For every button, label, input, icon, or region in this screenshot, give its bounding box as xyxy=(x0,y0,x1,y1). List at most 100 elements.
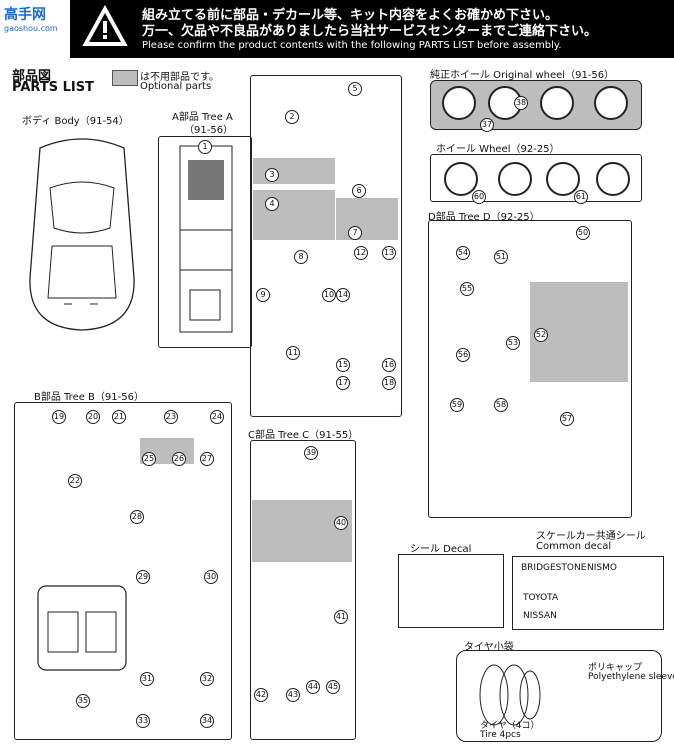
wheel-rim xyxy=(540,86,574,120)
wheel-part-number: 38 xyxy=(514,96,528,110)
body-drawing xyxy=(29,138,135,331)
tree-b-sprue xyxy=(14,402,232,740)
part-number-54: 54 xyxy=(456,246,470,260)
part-number-8: 8 xyxy=(294,250,308,264)
wheel-sprue xyxy=(430,154,642,202)
common-decal-en: Common decal xyxy=(536,541,612,552)
decal-text-toyota: TOYOTA xyxy=(523,593,559,603)
tree-c-unused xyxy=(252,500,352,562)
part-number-17: 17 xyxy=(336,376,350,390)
warning-icon xyxy=(82,4,128,46)
wheel-rim xyxy=(546,162,580,196)
chassis-drawing xyxy=(179,145,233,333)
common-decal-sheet: BRIDGESTONE NISMO TOYOTA NISSAN xyxy=(512,556,664,630)
logo-url: gaoshou.com xyxy=(4,24,58,33)
unused-en: Optional parts xyxy=(140,81,212,92)
part-number-52: 52 xyxy=(534,328,548,342)
poly-en: Polyethylene sleeve xyxy=(588,672,674,682)
part-number-1: 1 xyxy=(198,140,212,154)
part-number-15: 15 xyxy=(336,358,350,372)
poly-jp: ポリキャップ xyxy=(588,663,643,673)
body-label: ボディ Body（91-54） xyxy=(22,116,129,127)
part-number-10: 10 xyxy=(322,288,336,302)
tire-bag-label: タイヤ小袋 xyxy=(464,642,514,653)
part-number-45: 45 xyxy=(326,680,340,694)
part-number-51: 51 xyxy=(494,250,508,264)
header-line-2: 万一、欠品や不良品がありましたら当社サービスセンターまでご連絡下さい。 xyxy=(142,24,598,39)
parts-list-en: PARTS LIST xyxy=(12,80,94,95)
part-number-50: 50 xyxy=(576,226,590,240)
wheel-rim xyxy=(444,162,478,196)
tire-jp: タイヤ（4コ） xyxy=(480,721,540,731)
part-number-31: 31 xyxy=(140,672,154,686)
part-number-39: 39 xyxy=(304,446,318,460)
tree-d-sprue xyxy=(428,220,632,518)
parts-list-jp: 部品図 xyxy=(12,69,52,84)
part-number-59: 59 xyxy=(450,398,464,412)
wheel-rim xyxy=(594,86,628,120)
wheel-rim xyxy=(596,162,630,196)
part-number-9: 9 xyxy=(256,288,270,302)
part-number-20: 20 xyxy=(86,410,100,424)
part-number-22: 22 xyxy=(68,474,82,488)
decal-text-bridgestone: BRIDGESTONE xyxy=(521,563,587,573)
logo-brand: 高手网 xyxy=(4,7,46,23)
tire-en: Tire 4pcs xyxy=(480,730,521,740)
part-number-40: 40 xyxy=(334,516,348,530)
wheel-part-number: 60 xyxy=(472,190,486,204)
wheel-rim xyxy=(442,86,476,120)
decal-sheet xyxy=(398,554,504,628)
wheel-part-number: 61 xyxy=(574,190,588,204)
part-number-33: 33 xyxy=(136,714,150,728)
tree-b-label: B部品 Tree B（91-56） xyxy=(34,392,144,403)
part-number-28: 28 xyxy=(130,510,144,524)
part-number-11: 11 xyxy=(286,346,300,360)
part-number-41: 41 xyxy=(334,610,348,624)
part-number-7: 7 xyxy=(348,226,362,240)
part-number-42: 42 xyxy=(254,688,268,702)
tree-a-number: （91-56） xyxy=(184,125,234,136)
part-number-55: 55 xyxy=(460,282,474,296)
tire-bag xyxy=(456,650,662,742)
part-number-29: 29 xyxy=(136,570,150,584)
wheel-part-number: 37 xyxy=(480,118,494,132)
tree-a-label: A部品 Tree A xyxy=(172,112,233,123)
part-number-23: 23 xyxy=(164,410,178,424)
part-number-16: 16 xyxy=(382,358,396,372)
tree-a-sprue-right xyxy=(250,75,402,417)
part-number-26: 26 xyxy=(172,452,186,466)
part-number-43: 43 xyxy=(286,688,300,702)
part-number-19: 19 xyxy=(52,410,66,424)
part-number-2: 2 xyxy=(285,110,299,124)
unused-swatch xyxy=(112,70,138,86)
part-number-30: 30 xyxy=(204,570,218,584)
orig-wheel-label: 純正ホイール Original wheel（91-56） xyxy=(430,70,615,81)
part-number-6: 6 xyxy=(352,184,366,198)
wheel-label: ホイール Wheel（92-25） xyxy=(436,144,560,155)
header-line-1: 組み立てる前に部品・デカール等、キット内容をよくお確かめ下さい。 xyxy=(142,8,559,23)
part-number-24: 24 xyxy=(210,410,224,424)
tree-a-unused-4 xyxy=(253,190,335,240)
part-number-25: 25 xyxy=(142,452,156,466)
part-number-4: 4 xyxy=(265,197,279,211)
interior-tub-drawing xyxy=(37,585,127,671)
tire-drawing xyxy=(479,664,541,726)
tree-a-unused-7 xyxy=(336,198,398,240)
decal-text-nissan: NISSAN xyxy=(523,611,557,621)
decal-text-nismo: NISMO xyxy=(587,563,617,573)
part-number-5: 5 xyxy=(348,82,362,96)
part-number-32: 32 xyxy=(200,672,214,686)
part-number-18: 18 xyxy=(382,376,396,390)
part-number-14: 14 xyxy=(336,288,350,302)
part-number-56: 56 xyxy=(456,348,470,362)
site-logo: 高手网 gaoshou.com xyxy=(4,4,68,44)
wheel-rim xyxy=(498,162,532,196)
common-decal-jp: スケールカー共通シール xyxy=(536,531,646,542)
part-number-44: 44 xyxy=(306,680,320,694)
tree-c-sprue xyxy=(250,440,356,740)
part-number-12: 12 xyxy=(354,246,368,260)
tree-a-sprue-left xyxy=(158,136,252,348)
part-number-35: 35 xyxy=(76,694,90,708)
tree-d-label: D部品 Tree D（92-25） xyxy=(428,212,540,223)
part-number-21: 21 xyxy=(112,410,126,424)
